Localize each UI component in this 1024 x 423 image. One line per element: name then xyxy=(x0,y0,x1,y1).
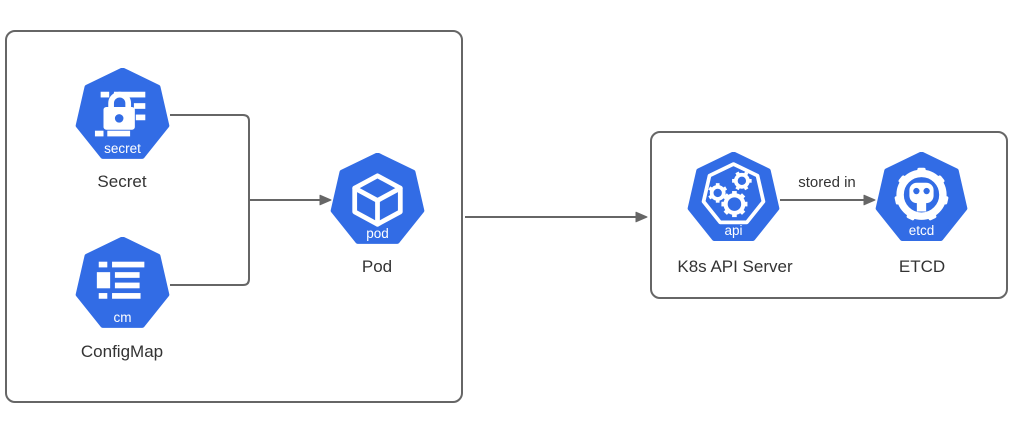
pod-node: pod xyxy=(330,153,425,248)
pod-icon-badge: pod xyxy=(366,226,389,241)
arrowhead-icon xyxy=(635,211,648,223)
api-server-icon xyxy=(687,152,780,242)
secret-icon xyxy=(75,68,170,159)
pod-icon xyxy=(330,153,425,244)
configmap-node: cm xyxy=(75,237,170,332)
secret-node: secret xyxy=(75,68,170,163)
api-server-icon-badge: api xyxy=(724,223,743,238)
configmap-icon xyxy=(75,237,170,328)
etcd-icon xyxy=(875,152,968,242)
api-to-etcd-edge-label: stored in xyxy=(798,174,856,191)
etcd-label: ETCD xyxy=(898,257,946,276)
secret-icon-badge: secret xyxy=(104,141,141,156)
etcd-icon-badge: etcd xyxy=(908,223,935,238)
configmap-label: ConfigMap xyxy=(80,342,164,361)
secret-label: Secret xyxy=(97,172,147,191)
configmap-icon-badge: cm xyxy=(113,310,132,325)
etcd-node: etcd xyxy=(875,152,968,245)
pod-label: Pod xyxy=(361,257,393,276)
api-server-label: K8s API Server xyxy=(677,257,793,276)
api-server-node: api xyxy=(687,152,780,245)
